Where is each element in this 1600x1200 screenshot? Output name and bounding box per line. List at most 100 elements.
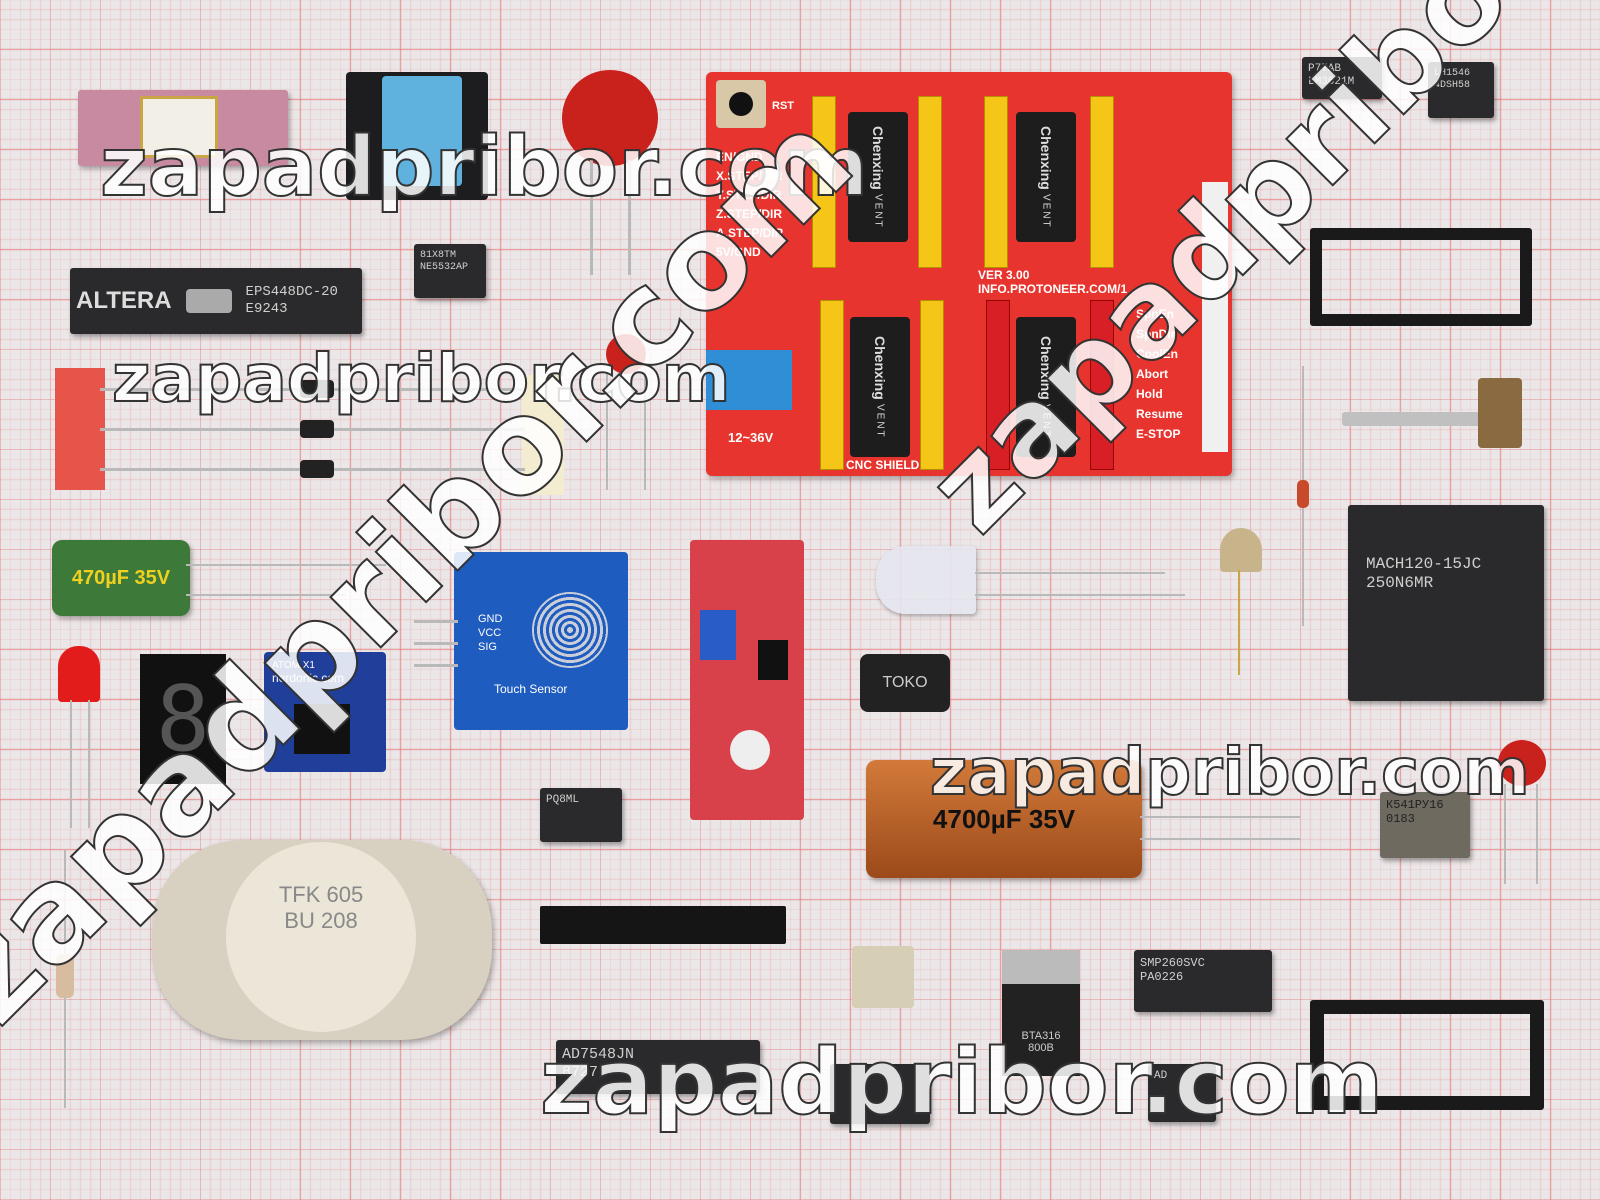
chip-code: PA0226 (1140, 970, 1184, 985)
atom-x1-board: ATOM X1 nerdonic.com (264, 652, 386, 772)
altera-eprom: ALTERA EPS448DC-20 E9243 (70, 268, 362, 334)
optocoupler-chip: LH1546 4DSH58 (1428, 62, 1494, 118)
chip-part: NE5532AP (420, 262, 469, 273)
transistor-brand: TFK 605 (278, 882, 364, 907)
pin-label: VCC (478, 627, 502, 639)
driver-brand: Chenxing (1038, 125, 1054, 190)
chip-code: 4DSH58 (1434, 80, 1471, 91)
chip-part: MACH120-15JC (1366, 555, 1482, 573)
voltage-label: 12~36V (728, 430, 774, 445)
touch-sensor-module: GND VCC SIG Touch Sensor (454, 552, 628, 730)
pin-header-socket (540, 906, 786, 944)
chip-part: SMP260SVC (1140, 956, 1205, 970)
metal-transistor (1220, 528, 1262, 572)
red-led (58, 646, 100, 702)
pq8ml-chip: PQ8ML (540, 788, 622, 842)
pin-label: GND (478, 613, 503, 625)
electrolytic-capacitor-small: 470µF 35V (52, 540, 190, 616)
version-text: VER 3.00 (978, 268, 1030, 282)
pin-labels: EN/GND X.STEP/DIR Y.STEP/DIR Z.STEP/DIR … (716, 148, 783, 262)
altera-code: E9243 (245, 301, 288, 317)
terminal-block (706, 350, 792, 410)
k541ru16-chip: К541РУ16 0183 (1380, 792, 1470, 858)
dip-socket (1310, 1000, 1544, 1110)
mach120-plcc-chip: MACH120-15JC 250N6MR (1348, 505, 1544, 701)
smp260-chip: SMP260SVC PA0226 (1134, 950, 1272, 1012)
board-name: CNC SHIELD (846, 458, 920, 472)
ad7548-chip: AD7548JN 8727 (556, 1040, 760, 1094)
board-label: ATOM X1 (272, 660, 315, 671)
pin-label: Resume (1136, 407, 1183, 421)
glass-diode (1297, 480, 1309, 508)
gold-lead-chip (852, 946, 914, 1008)
ceramic-ic-package (78, 90, 288, 166)
pin-label: A.STEP/DIR (716, 226, 784, 240)
diode-tape-left (55, 368, 105, 490)
right-labels: SpnEn SpnDir CoolEn Abort Hold Resume E-… (1136, 304, 1183, 444)
bta316-triac: BTA316 800B (1002, 950, 1080, 1076)
pin-label: SIG (478, 641, 497, 653)
potentiometer (1342, 412, 1492, 426)
chip-code: 250N6MR (1366, 574, 1434, 593)
chip-part: К541РУ16 (1386, 798, 1444, 812)
pin-label: EN/GND (716, 150, 763, 164)
chip-code: 81X8TM (420, 250, 457, 261)
reset-button (716, 80, 766, 128)
resistor (56, 954, 74, 998)
pin-label: E-STOP (1136, 427, 1181, 441)
pin-label: SpnDir (1136, 327, 1176, 341)
pin-label: Hold (1136, 387, 1163, 401)
pin-label: Y.STEP/DIR (716, 188, 782, 202)
potentiometer-body (1478, 378, 1522, 448)
triac-code: 800B (1028, 1042, 1054, 1054)
cnc-shield-board: RST EN/GND X.STEP/DIR Y.STEP/DIR Z.STEP/… (706, 72, 1232, 476)
varistor (562, 70, 658, 166)
board-url: nerdonic.com (272, 671, 345, 685)
clear-led (876, 546, 976, 614)
diode-tape-right (522, 375, 564, 495)
driver-brand: Chenxing (1038, 335, 1054, 400)
to3-transistor: TFK 605 BU 208 (152, 840, 492, 1040)
driver-brand: Chenxing (870, 125, 886, 190)
humidity-sensor-module (346, 72, 488, 200)
diode (300, 460, 334, 478)
dip-socket (1310, 228, 1532, 326)
pin-label: Z.STEP/DIR (716, 207, 783, 221)
ne5532-chip: 81X8TM NE5532AP (414, 244, 486, 298)
sensor-module-red (690, 540, 804, 820)
ceramic-capacitor (1498, 740, 1546, 786)
chip-part: LM3621M (1308, 76, 1355, 89)
rst-label: RST (772, 100, 794, 112)
driver-vent-label: VENT (1040, 193, 1052, 229)
toko-inductor: TOKO (860, 654, 950, 712)
driver-vent-label: VENT (1040, 403, 1052, 439)
cap-label: 470µF 35V (71, 566, 171, 589)
url-text: INFO.PROTONEER.COM/1 (978, 282, 1128, 296)
chip-part: LH1546 (1434, 68, 1471, 79)
touch-sensor-label: Touch Sensor (494, 682, 568, 696)
soic-chip (830, 1064, 930, 1124)
driver-vent-label: VENT (872, 193, 884, 229)
chip-part: AD7548JN (562, 1046, 635, 1063)
cap-label: 4700µF 35V (932, 803, 1076, 834)
chip-code: 0183 (1386, 812, 1415, 827)
transistor-part: BU 208 (284, 908, 358, 933)
seven-segment-display: 8 (140, 654, 226, 784)
chip-code: 8727 (562, 1064, 599, 1081)
pin-label: Abort (1136, 367, 1168, 381)
chip-part: PQ8ML (546, 794, 580, 806)
chip-code: P77AB (1308, 63, 1342, 75)
diode (300, 420, 334, 438)
pin-label: 5V/GND (716, 245, 761, 259)
version-label: VER 3.00 INFO.PROTONEER.COM/1 (978, 268, 1127, 296)
driver-vent-label: VENT (874, 403, 886, 439)
ceramic-capacitor (606, 334, 646, 374)
diode (300, 380, 334, 398)
pin-label: X.STEP/DIR (716, 169, 783, 183)
inductor-label: TOKO (882, 674, 928, 691)
pin-label: CoolEn (1136, 347, 1178, 361)
altera-label: ALTERA (76, 286, 172, 314)
